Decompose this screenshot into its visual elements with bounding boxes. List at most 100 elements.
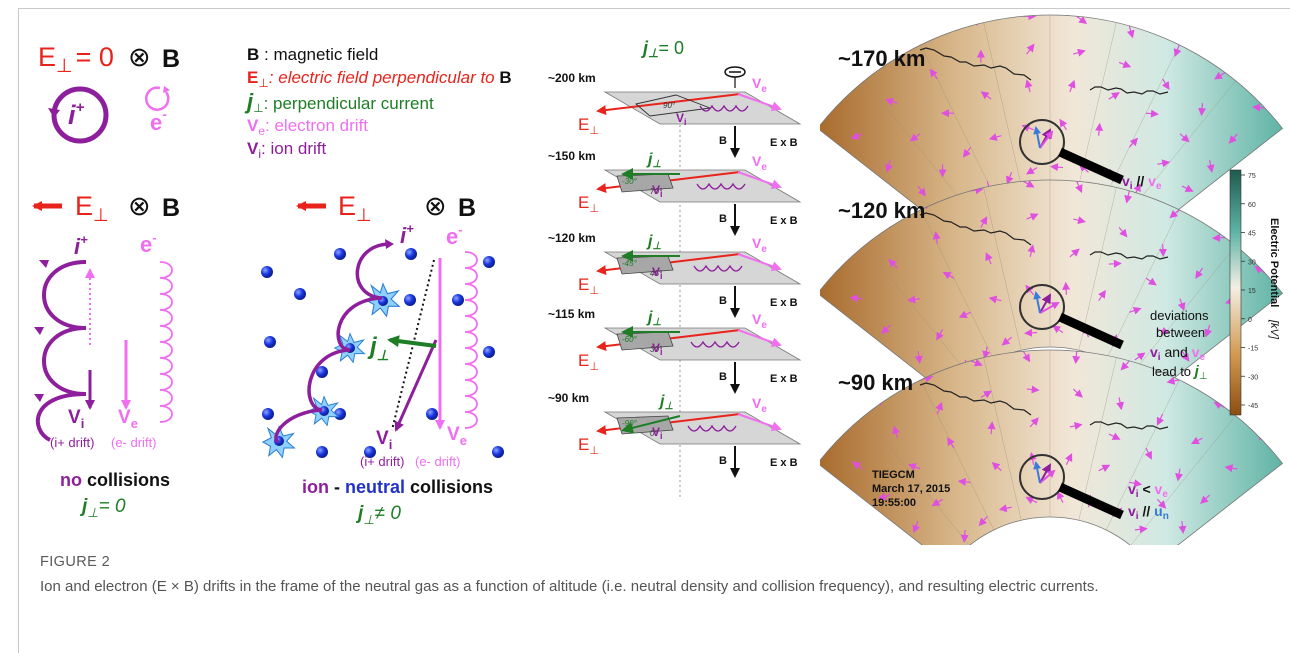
electron-gyration-arrow-icon xyxy=(163,86,170,93)
ion-neutral-collisions-title: ion - neutral collisions xyxy=(302,477,493,497)
b-layer-label: B xyxy=(719,295,727,307)
meridian-line xyxy=(1105,44,1180,196)
drift-vector xyxy=(1027,244,1036,258)
drift-vector xyxy=(1200,494,1211,504)
ion-collision-path xyxy=(274,242,391,444)
drift-vector xyxy=(907,463,921,471)
drift-vector xyxy=(1161,78,1170,91)
drift-vector xyxy=(1118,227,1128,238)
colorbar-unit: [kV] xyxy=(1268,319,1280,340)
ve-layer-label: Ve xyxy=(752,311,767,331)
drift-vector xyxy=(1073,216,1086,225)
note-vi-less-ve: vi < ve xyxy=(1128,481,1168,500)
j-layer-label: j⊥ xyxy=(646,151,661,170)
drift-vector xyxy=(1158,243,1167,257)
ve-vector xyxy=(1039,302,1060,314)
meridian-line xyxy=(1130,415,1236,545)
exb-layer-label: E x B xyxy=(770,297,798,309)
colorbar-title: Electric Potential xyxy=(1268,218,1280,307)
ion-layer-cycloid xyxy=(693,264,743,272)
neutral-particles xyxy=(261,248,504,458)
drift-vector xyxy=(1098,289,1106,302)
ve-layer-label: Ve xyxy=(752,75,767,95)
drift-vector xyxy=(1062,281,1071,295)
drift-vector xyxy=(1126,25,1135,39)
drift-vector xyxy=(979,216,988,228)
angle-label: -45° xyxy=(622,259,638,268)
drift-vector xyxy=(1025,496,1038,504)
altitude-label: ~200 km xyxy=(548,71,596,85)
e-perp-label-c: E⊥ xyxy=(338,191,372,225)
current-arrow xyxy=(387,335,437,348)
j-layer-label: j⊥ xyxy=(646,309,661,328)
electron-gyration-circle xyxy=(145,86,170,111)
magnifier-handle xyxy=(1058,482,1124,520)
e-perp-label-b: E⊥ xyxy=(75,191,109,225)
b-label: B xyxy=(162,45,180,73)
drift-vector xyxy=(1190,436,1203,445)
drift-vector xyxy=(998,504,1012,513)
drift-vector xyxy=(1050,163,1064,172)
deviations-line-2: between xyxy=(1156,325,1205,340)
drift-vector xyxy=(1067,79,1076,93)
drift-vector xyxy=(877,492,891,501)
drift-vector xyxy=(1021,124,1034,132)
drift-vector xyxy=(1069,422,1083,430)
meridian-line xyxy=(920,379,995,531)
meridian-line xyxy=(983,187,1022,351)
drift-vector xyxy=(1204,324,1212,338)
drift-difference-dotted-line xyxy=(391,259,435,431)
neutral-particle xyxy=(426,408,438,420)
legend-b: B : magnetic field xyxy=(247,45,378,64)
neutral-particle xyxy=(264,336,276,348)
e-perp-label: E⊥= 0 xyxy=(38,42,114,77)
coastline xyxy=(1089,421,1169,430)
ve-layer-arrow xyxy=(737,413,782,432)
un-vector xyxy=(1033,461,1042,484)
meridian-line xyxy=(864,80,970,211)
magnifier-lens-icon xyxy=(1019,454,1065,500)
drift-vector xyxy=(1178,521,1187,535)
exb-layer-label: E x B xyxy=(770,137,798,149)
vi-label-b: Vi xyxy=(68,407,84,431)
drift-vector xyxy=(1072,351,1081,365)
ve-layer-arrow xyxy=(737,171,782,190)
electron-cycloid-path-c xyxy=(464,251,478,429)
neutral-particle xyxy=(261,266,273,278)
neutral-particle xyxy=(492,446,504,458)
magnifier-lens-icon xyxy=(1019,284,1065,330)
drift-vector xyxy=(888,258,898,269)
drift-vector xyxy=(1029,417,1039,428)
deviations-line-1: deviations xyxy=(1150,308,1209,323)
drift-vector xyxy=(988,133,1002,141)
drift-vector xyxy=(1095,122,1104,136)
vi-vector xyxy=(1039,463,1051,484)
neutral-particle xyxy=(405,248,417,260)
no-collisions-title: no collisions xyxy=(60,470,170,490)
drift-vector xyxy=(1129,306,1142,315)
drift-vector xyxy=(947,437,955,449)
drift-vector xyxy=(957,477,971,486)
neutral-particle xyxy=(262,408,274,420)
drift-vector xyxy=(1072,388,1083,398)
electron-label-c: e- xyxy=(446,222,463,249)
drift-vector xyxy=(823,101,836,109)
angle-label: 0° xyxy=(650,429,658,438)
drift-vector xyxy=(978,516,988,527)
angle-label: 30° xyxy=(650,345,663,354)
drift-vector xyxy=(985,252,993,265)
drift-vector xyxy=(1073,48,1086,57)
map-label-120: ~120 km xyxy=(838,198,925,223)
vi-layer-label: Vi xyxy=(652,265,663,281)
angle-label: 90° xyxy=(663,101,676,110)
neutral-particle xyxy=(483,256,495,268)
ve-label-b: Ve xyxy=(118,407,138,431)
vi-note-b: (i+ drift) xyxy=(50,435,94,450)
ion-layer-cycloid xyxy=(699,104,749,112)
drift-vector xyxy=(1195,267,1204,279)
angle-label: -30° xyxy=(622,177,638,186)
drift-vector xyxy=(828,261,837,274)
ve-label-c: Ve xyxy=(447,424,467,448)
drift-vector xyxy=(907,295,921,304)
